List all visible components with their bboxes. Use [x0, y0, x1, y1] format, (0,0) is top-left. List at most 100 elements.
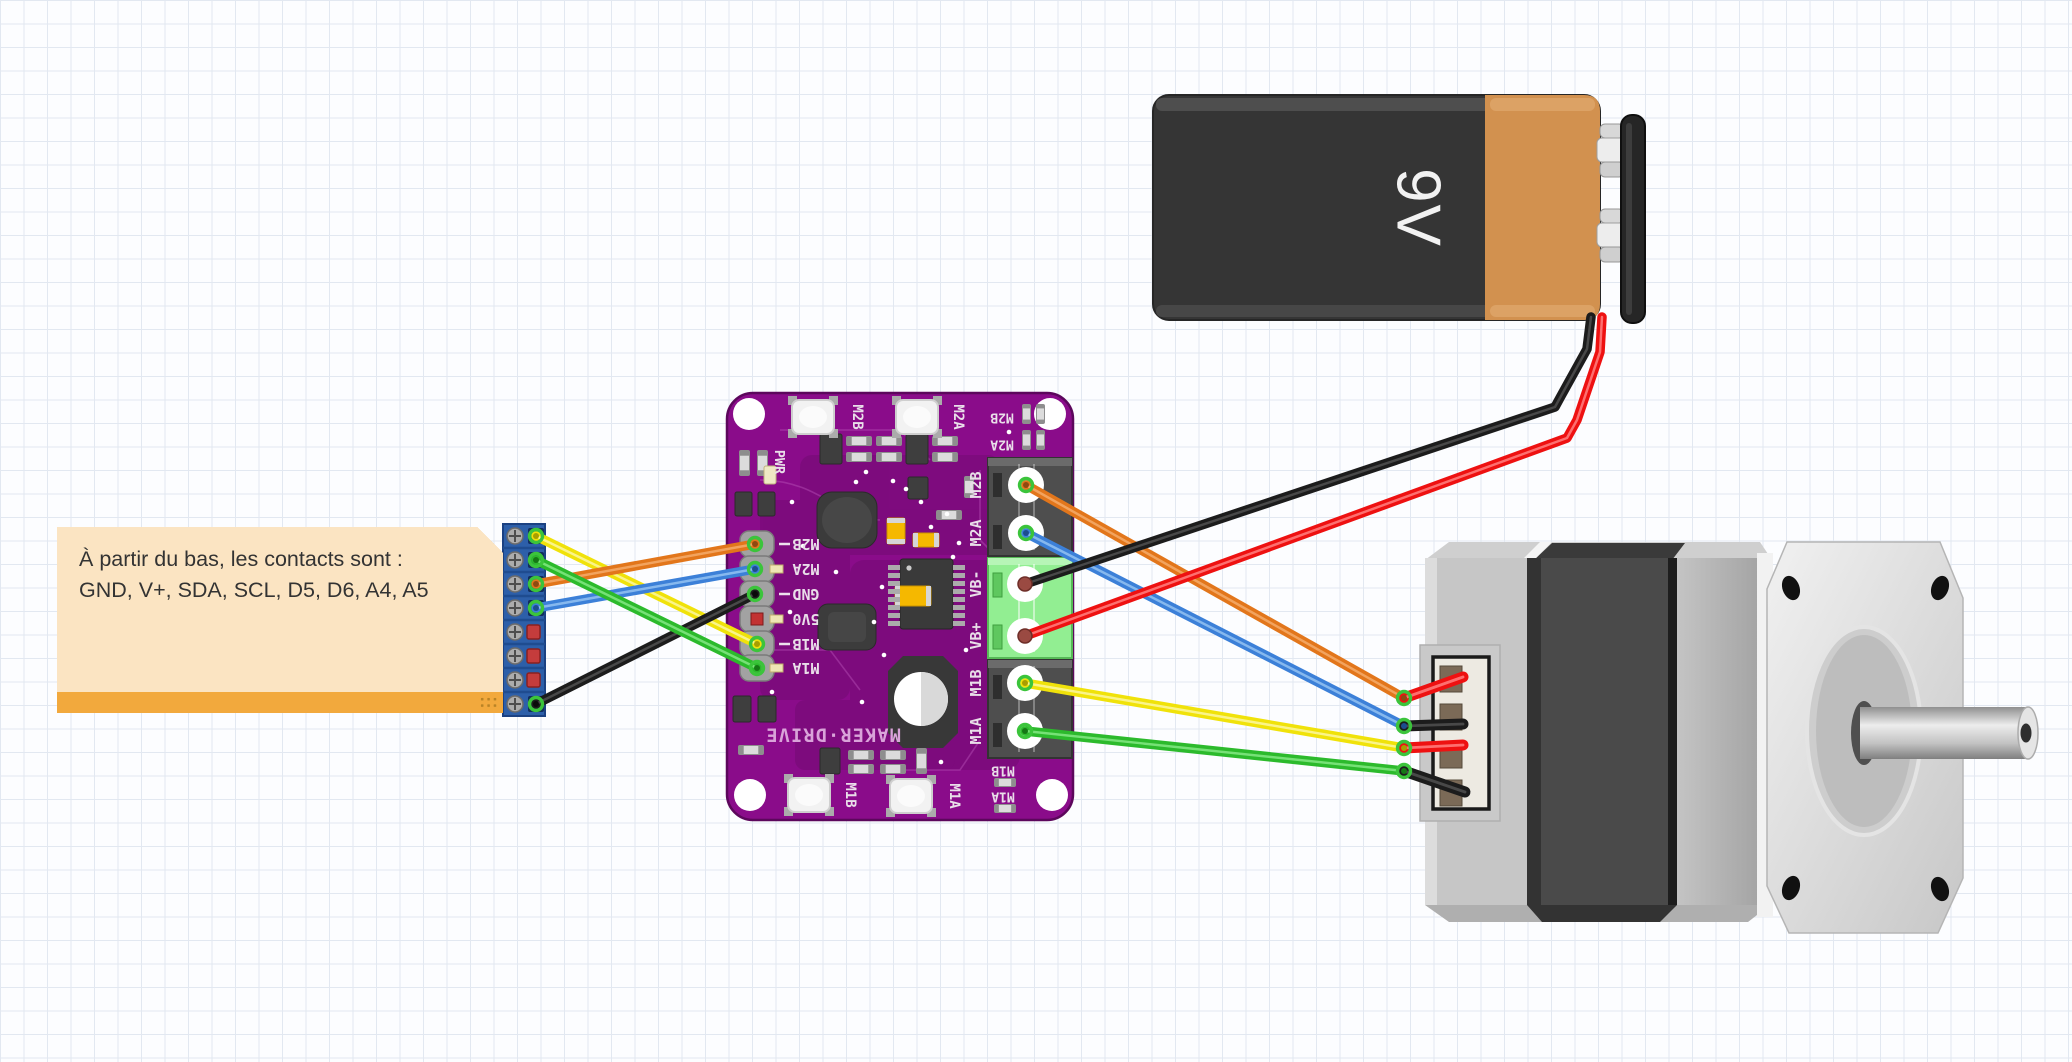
note-title-bar[interactable]	[57, 692, 503, 713]
stepper-motor[interactable]	[1419, 541, 2039, 934]
battery-terminal-positive	[1596, 123, 1628, 178]
motor-mount-hole	[1781, 575, 1801, 601]
wire-junction-core	[752, 591, 758, 597]
battery-wire-tip	[1017, 576, 1033, 592]
note-text: À partir du bas, les contacts sont : GND…	[57, 527, 503, 606]
wire-junction[interactable]	[748, 635, 766, 653]
motor-front-ring	[1677, 558, 1757, 905]
wire-junction-core	[1401, 695, 1407, 701]
wire-junction-core	[1022, 728, 1028, 734]
pcb-vias	[769, 429, 1012, 765]
right-wire-layer	[1020, 312, 1607, 776]
sticky-note[interactable]: À partir du bas, les contacts sont : GND…	[57, 527, 503, 713]
button-label-m2b: M2B	[849, 404, 865, 429]
battery-band	[1485, 95, 1600, 320]
silk-m1a-in: M1A	[792, 659, 819, 677]
wire-junction[interactable]	[748, 659, 766, 677]
motor-driver-board[interactable]: M2B M2A M1B M1A PWR MAKER·DRIVE M2B M2A …	[725, 391, 1075, 822]
wire-red-sheen	[1402, 743, 1465, 750]
wire-black-sheen	[1023, 315, 1593, 586]
motor-top-face-dark	[1534, 543, 1685, 560]
capacitor-round	[888, 656, 958, 748]
wire-junction-core	[533, 557, 539, 563]
wire-junction-core	[754, 641, 760, 647]
note-resize-grip[interactable]	[479, 696, 498, 709]
battery-wire-tip	[1017, 628, 1033, 644]
silk-m1b-in: M1B	[792, 635, 819, 653]
wire-junction[interactable]	[1017, 476, 1035, 494]
pcb-hole	[734, 779, 766, 811]
pcb-hole	[1036, 779, 1068, 811]
wire-junction-core	[533, 581, 539, 587]
silk-edge-bottom-m1b: M1B	[991, 763, 1015, 778]
wire-junction-core	[752, 541, 758, 547]
wire-junction[interactable]	[1016, 674, 1034, 692]
motor-bottom-face-dark	[1527, 905, 1677, 922]
battery-9v[interactable]: 9V	[1152, 94, 1646, 324]
wire-junction-core	[1401, 723, 1407, 729]
wire-junction[interactable]	[746, 585, 764, 603]
button-label-m1b: M1B	[842, 782, 858, 807]
silk-m2a-out: M2A	[967, 519, 985, 546]
wire-junction-core	[533, 701, 539, 707]
header-screws	[506, 527, 524, 713]
wire-junction[interactable]	[1395, 762, 1413, 780]
wire-junction[interactable]	[1017, 524, 1035, 542]
header-contact-unconnected[interactable]	[526, 672, 541, 688]
wire-junction-core	[1023, 482, 1029, 488]
wire-junction[interactable]	[1016, 722, 1034, 740]
wire-junction[interactable]	[527, 575, 545, 593]
wire-junction[interactable]	[746, 560, 764, 578]
wire-blue-sheen	[534, 567, 757, 610]
wire-junction[interactable]	[527, 527, 545, 545]
board-brand-label: MAKER·DRIVE	[765, 724, 901, 745]
button-m1a[interactable]	[886, 775, 936, 817]
driver-chip-1	[816, 491, 878, 549]
silk-edge-bottom-m1a: M1A	[991, 789, 1015, 804]
wire-orange-sheen	[1024, 483, 1406, 700]
pwr-label: PWR	[771, 450, 787, 475]
header-contact-unconnected[interactable]	[526, 648, 541, 664]
silk-m1a-out: M1A	[967, 717, 985, 744]
silk-m1b-out: M1B	[967, 669, 985, 696]
motor-top-gap	[1522, 542, 1552, 560]
wire-red-sheen	[1402, 675, 1465, 700]
wire-junction-core	[1022, 680, 1028, 686]
battery-voltage-label: 9V	[1384, 168, 1453, 248]
wire-junction[interactable]	[1395, 739, 1413, 757]
note-line-2: GND, V+, SDA, SCL, D5, D6, A4, A5	[79, 578, 429, 602]
pad-5v0-unconnected-marker	[750, 612, 764, 626]
motor-mount-hole	[1781, 875, 1801, 901]
silk-vb-plus: VB+	[967, 622, 985, 649]
button-m1b[interactable]	[784, 774, 834, 816]
battery-clip-shine	[1626, 123, 1632, 315]
motor-winding-section	[1527, 558, 1677, 905]
motor-shaft-end-hole	[2020, 723, 2032, 743]
wire-junction[interactable]	[527, 551, 545, 569]
wire-junction-core	[533, 605, 539, 611]
silk-edge-top-m2b: M2B	[990, 410, 1014, 425]
wire-junction-core	[1401, 745, 1407, 751]
button-m2b[interactable]	[788, 396, 838, 438]
button-m2a[interactable]	[892, 396, 942, 438]
note-line-1: À partir du bas, les contacts sont :	[79, 547, 403, 571]
wire-junction[interactable]	[1395, 717, 1413, 735]
silk-gnd: GND	[792, 585, 819, 603]
driver-chip-2	[817, 603, 877, 651]
wire-junction[interactable]	[746, 535, 764, 553]
wire-green-sheen	[1023, 729, 1406, 773]
header-separators	[503, 546, 545, 694]
wire-junction-core	[1401, 768, 1407, 774]
silk-5v0: 5V0	[792, 610, 819, 628]
wire-junction[interactable]	[527, 695, 545, 713]
header-contact-unconnected[interactable]	[526, 624, 541, 640]
output-terminal-m1[interactable]	[987, 659, 1073, 759]
wire-junction-core	[752, 566, 758, 572]
wire-junction[interactable]	[527, 599, 545, 617]
motor-shaft	[1860, 707, 2028, 759]
silk-m2a-in: M2A	[792, 560, 819, 578]
battery-band-shine-top	[1490, 98, 1595, 111]
wire-black-sheen	[1402, 769, 1467, 794]
wire-junction[interactable]	[1395, 689, 1413, 707]
